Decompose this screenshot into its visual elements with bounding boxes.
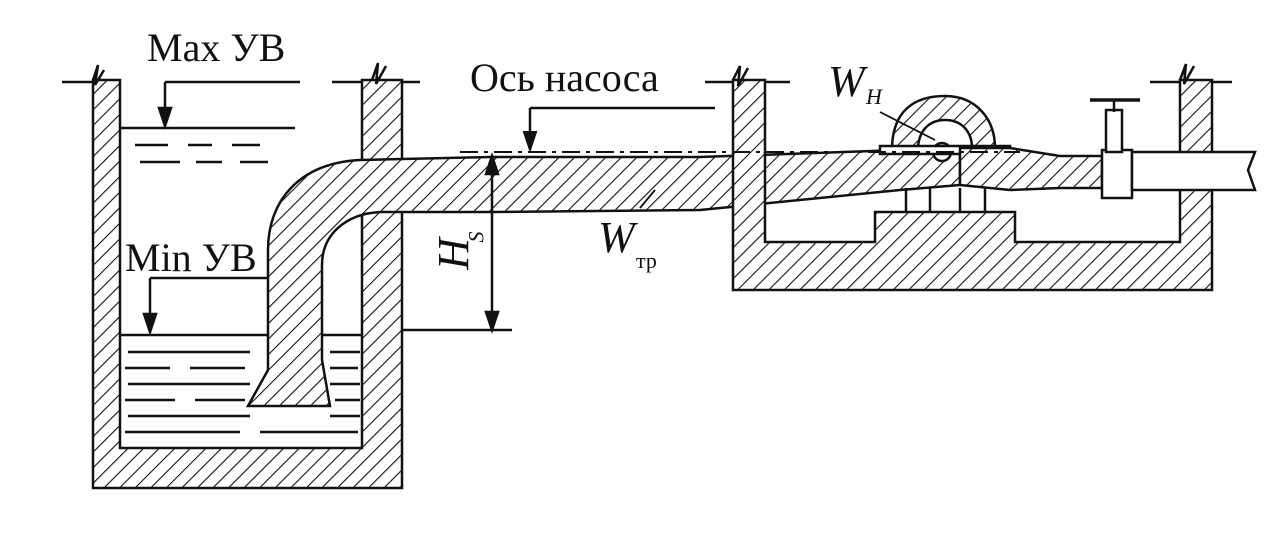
symbol-leaders	[639, 111, 936, 209]
max-level-label: Max УВ	[147, 25, 286, 70]
reservoir-wall	[91, 78, 404, 490]
ground-break-right	[705, 63, 1232, 87]
pump-resistance-symbol: W	[828, 57, 865, 106]
suction-height-subscript: S	[463, 231, 489, 243]
valve-body	[1100, 148, 1134, 200]
min-level-label: Min УВ	[125, 235, 257, 280]
pump-room	[731, 78, 1214, 292]
pump-resistance-subscript: H	[866, 84, 882, 109]
pump-axis-line	[460, 106, 1020, 154]
discharge-pipe	[958, 98, 1257, 200]
pipe-resistance-symbol: W	[598, 213, 635, 262]
reservoir	[91, 78, 404, 490]
pump-axis-label: Ось насоса	[470, 55, 659, 100]
pump-room-wall	[731, 78, 1214, 292]
suction-height-symbol: H	[428, 238, 478, 270]
suction-height-dimension	[402, 152, 512, 334]
ground-break-left	[62, 62, 420, 86]
pump	[878, 94, 1012, 212]
min-level-water	[120, 276, 362, 434]
max-level-lines	[120, 80, 300, 164]
pipe-resistance-subscript: тр	[636, 248, 657, 273]
